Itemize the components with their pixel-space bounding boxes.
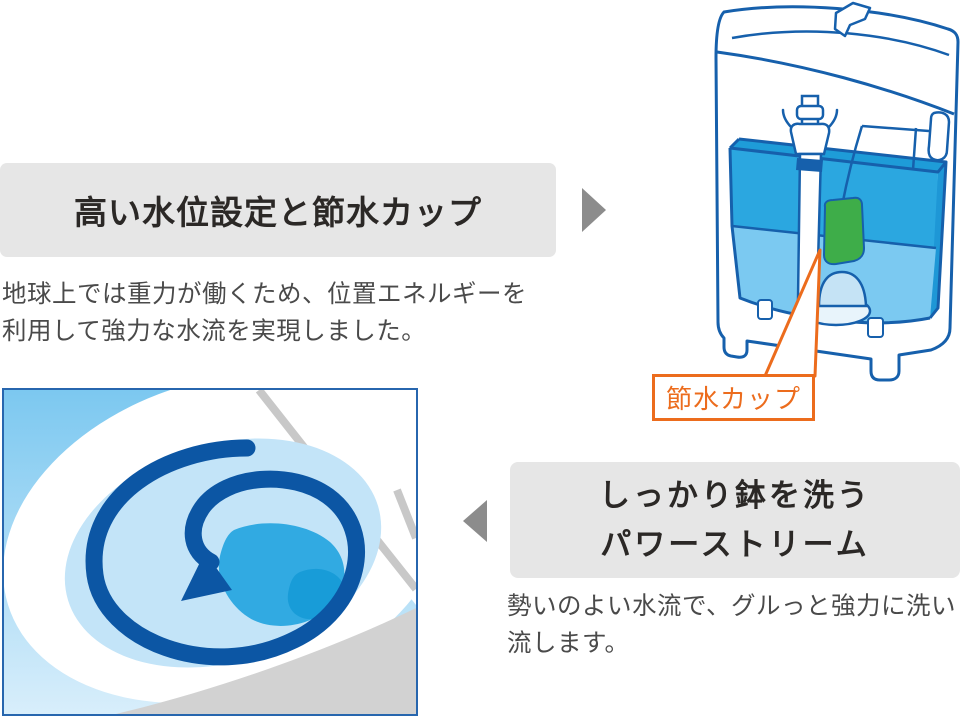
lever-rod — [861, 124, 930, 171]
pipe-collar — [796, 158, 823, 172]
swirl-arrow — [85, 439, 365, 666]
description-line: 流します。 — [507, 630, 630, 657]
description-line: 勢いのよい水流で、グルっと強力に洗い — [507, 593, 957, 620]
label-text: 節水カップ — [665, 384, 801, 414]
water-level-heading: 高い水位設定と節水カップ — [74, 194, 482, 231]
tank-lid-handle — [833, 1, 872, 38]
water-saving-cup — [822, 196, 866, 266]
water-box-outline — [728, 137, 948, 325]
tank-illustration — [640, 0, 960, 430]
power-stream-heading-line: しっかり鉢を洗う — [599, 478, 871, 513]
water-level-description: 地球上では重力が働くため、位置エネルギーを 利用して強力な水流を実現しました。 — [2, 276, 527, 350]
arrow-right-icon — [582, 188, 606, 232]
water-surface — [730, 139, 946, 172]
tank-edge-line — [393, 488, 420, 540]
tank-svg — [714, 1, 960, 382]
valve-foot — [757, 299, 773, 320]
water-level-heading-box: 高い水位設定と節水カップ — [0, 163, 556, 257]
valve-foot — [867, 317, 884, 338]
flush-lever — [927, 111, 951, 162]
power-stream-description: 勢いのよい水流で、グルっと強力に洗い 流します。 — [507, 588, 956, 662]
description-line: 地球上では重力が働くため、位置エネルギーを — [2, 281, 527, 308]
bowl-illustration — [2, 372, 449, 716]
arrow-left-icon — [463, 500, 487, 542]
water-saving-cup-label: 節水カップ — [652, 374, 815, 421]
water-upper — [730, 148, 938, 248]
bowl-svg — [3, 372, 449, 714]
funnel — [789, 122, 831, 156]
water-right-face — [930, 162, 946, 318]
tank-lid-seam — [716, 50, 955, 116]
tank-edge-line — [255, 387, 420, 592]
description-line: 利用して強力な水流を実現しました。 — [2, 318, 427, 345]
tank-lid-topline — [731, 30, 950, 57]
swirl-arrowhead — [181, 552, 232, 601]
pipe-coupling — [795, 104, 825, 121]
power-stream-heading-line: パワーストリーム — [600, 527, 870, 562]
floor-shadow — [116, 608, 416, 714]
power-stream-heading-box: しっかり鉢を洗う パワーストリーム — [510, 462, 960, 578]
float-dome — [817, 270, 868, 308]
